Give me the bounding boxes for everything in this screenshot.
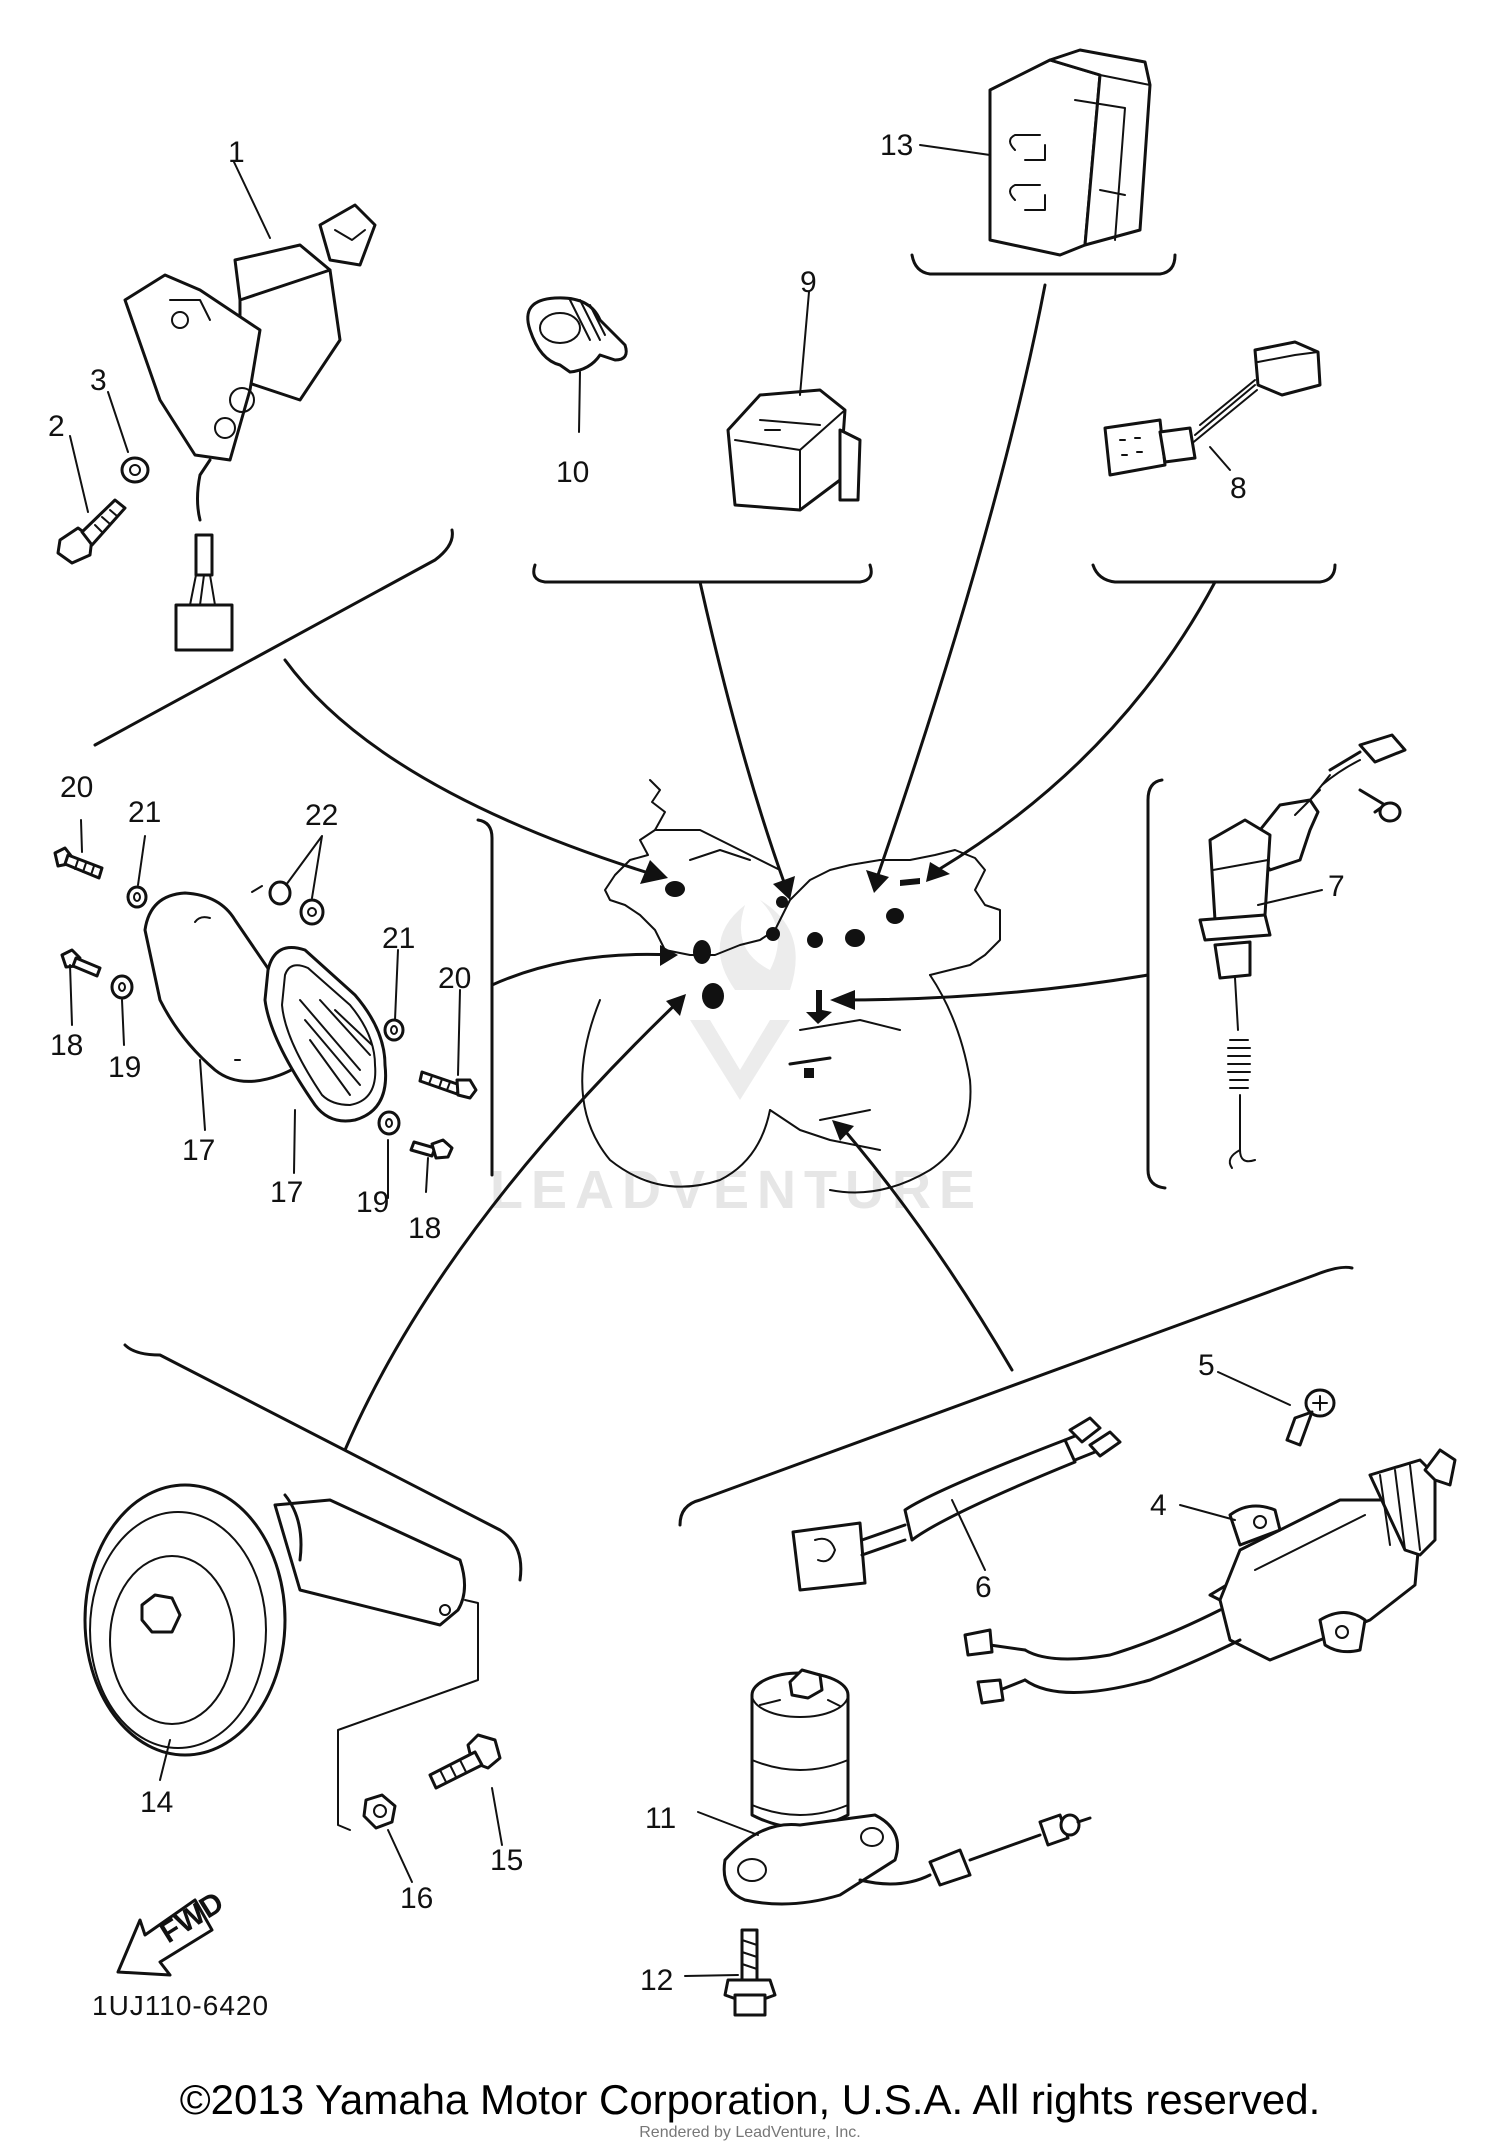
callout-12: 12 [640,1964,673,1997]
watermark: LEADVENTURE [490,900,975,1220]
reflector-assembly [143,885,388,1123]
callout-17a: 17 [182,1134,215,1167]
nuts-part-22 [268,880,325,926]
screw-part-5 [1285,1388,1336,1447]
callout-6: 6 [975,1571,992,1604]
switch-part-4 [963,1448,1457,1705]
relay-part-9 [726,388,862,512]
copyright-notice: ©2013 Yamaha Motor Corporation, U.S.A. A… [179,2076,1321,2123]
callout-10: 10 [556,456,589,489]
drawing-code: 1UJ110-6420 [92,1990,269,2021]
nut-part-3 [120,456,150,484]
callout-22: 22 [305,799,338,832]
callout-5: 5 [1198,1349,1215,1382]
nut-part-21a [126,885,148,909]
callout-21a: 21 [128,796,161,829]
callout-3: 3 [90,364,107,397]
callout-11: 11 [645,1802,676,1835]
clamp-part-10 [526,296,628,374]
callout-numbers: 1 2 3 4 5 6 7 8 9 10 11 12 13 14 15 16 1… [48,129,1345,1997]
callout-18a: 18 [50,1029,83,1062]
nut-part-21b [383,1018,405,1042]
callout-20a: 20 [60,771,93,804]
callout-21b: 21 [382,922,415,955]
solenoid-part-11 [722,1668,1092,1906]
callout-4: 4 [1150,1489,1167,1522]
leader-arrows [283,283,1217,1452]
callout-leaders [69,144,1323,1977]
nut-part-19a [110,974,134,1000]
callout-14: 14 [140,1786,173,1819]
main-switch-part-1 [123,203,377,652]
callout-2: 2 [48,410,65,443]
callout-8: 8 [1230,472,1247,505]
callout-19a: 19 [108,1051,141,1084]
horn-part-14 [83,1483,466,1757]
frame-outline [581,779,1001,1194]
nut-part-16 [362,1793,397,1830]
bolt-part-12 [723,1928,777,2017]
callout-7: 7 [1328,870,1345,903]
connector-part-8 [1103,340,1322,477]
bolt-part-15 [428,1733,502,1790]
callout-1: 1 [228,136,245,169]
callout-16: 16 [400,1882,433,1915]
fwd-arrow: FWD [116,1886,230,1977]
callout-20b: 20 [438,962,471,995]
callout-9: 9 [800,266,817,299]
bolt-part-20b [418,1070,478,1100]
brackets [93,253,1354,1831]
bolt-part-18b [409,1138,454,1160]
callout-18b: 18 [408,1212,441,1245]
switch-part-7 [1198,733,1407,1169]
bolt-part-18a [60,948,102,978]
bolt-part-20a [53,846,104,880]
nut-part-19b [377,1110,401,1136]
bolt-part-2 [56,498,127,565]
relay-block-part-13 [988,48,1152,257]
rendered-by-note: Rendered by LeadVenture, Inc. [639,2124,861,2141]
callout-19b: 19 [356,1186,389,1219]
callout-17b: 17 [270,1176,303,1209]
lead-wire-part-6 [791,1416,1122,1592]
callout-15: 15 [490,1844,523,1877]
callout-13: 13 [880,129,913,162]
